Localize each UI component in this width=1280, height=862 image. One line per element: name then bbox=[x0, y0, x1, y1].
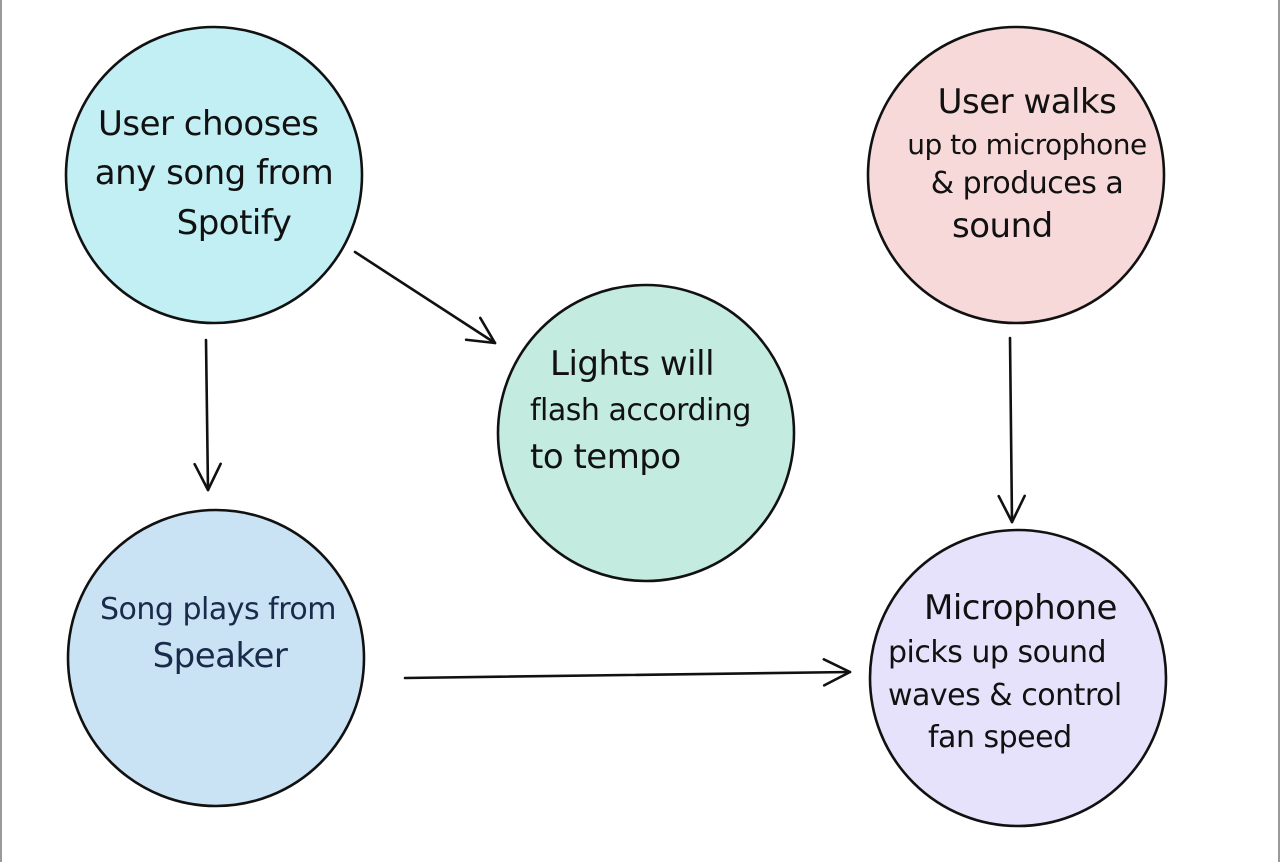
label-line: sound bbox=[952, 206, 1053, 247]
label-line: Spotify bbox=[176, 202, 292, 243]
edge-user-chooses-song-to-song-plays-speaker bbox=[193, 338, 222, 492]
label-line: User walks bbox=[937, 82, 1117, 122]
node-label-mic-controls-fan: Microphone picks up sound waves & contro… bbox=[888, 584, 1152, 760]
node-circle-user-walks-to-mic bbox=[866, 25, 1166, 325]
label-line: picks up sound bbox=[888, 635, 1107, 671]
node-label-lights-flash: Lights will flash according to tempo bbox=[530, 340, 770, 482]
node-circle-user-chooses-song bbox=[64, 25, 364, 325]
label-line: Microphone bbox=[924, 588, 1117, 628]
node-circle-song-plays-speaker bbox=[66, 508, 366, 808]
label-line: any song from bbox=[94, 153, 334, 194]
node-circle-lights-flash bbox=[496, 283, 796, 583]
edge-user-walks-to-mic-to-mic-controls-fan bbox=[997, 336, 1027, 524]
label-line: Speaker bbox=[152, 635, 288, 676]
label-line: User chooses bbox=[98, 104, 319, 144]
edge-song-plays-speaker-to-mic-controls-fan bbox=[403, 658, 852, 687]
label-line: & produces a bbox=[930, 165, 1124, 201]
label-line: waves & control bbox=[888, 677, 1122, 713]
label-line: Song plays from bbox=[100, 592, 337, 627]
label-line: flash according bbox=[530, 393, 751, 429]
label-line: up to microphone bbox=[907, 127, 1147, 161]
label-line: to tempo bbox=[530, 436, 681, 477]
node-circle-mic-controls-fan bbox=[868, 528, 1168, 828]
node-label-user-chooses-song: User chooses any song from Spotify bbox=[94, 100, 334, 248]
label-line: Lights will bbox=[550, 344, 715, 384]
label-line: fan speed bbox=[928, 720, 1072, 756]
node-label-song-plays-speaker: Song plays from Speaker bbox=[90, 588, 346, 681]
edge-user-chooses-song-to-lights-flash bbox=[353, 250, 497, 345]
node-label-user-walks-to-mic: User walks up to microphone & produces a… bbox=[892, 80, 1162, 250]
